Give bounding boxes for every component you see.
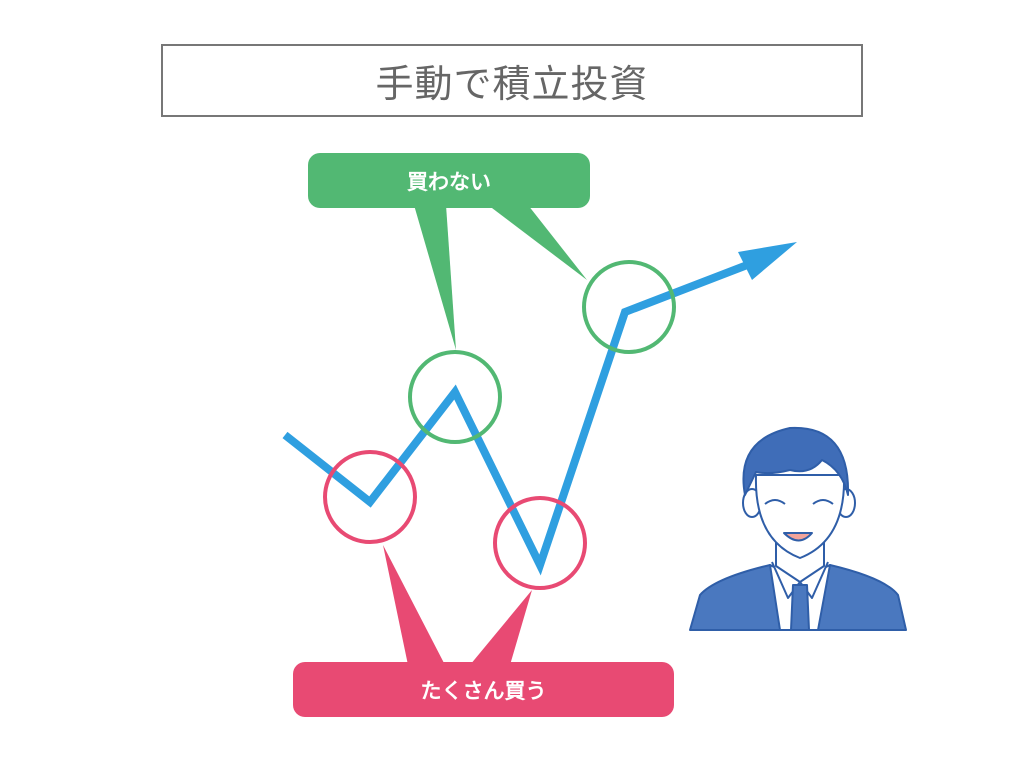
- green-circle-peak-2: [582, 260, 676, 354]
- title-box: 手動で積立投資: [161, 44, 863, 117]
- buy-more-label: たくさん買う: [293, 662, 674, 717]
- trend-arrow-icon: [738, 242, 797, 280]
- pink-circle-dip-1: [323, 450, 417, 544]
- pink-pointer-2: [470, 590, 532, 665]
- green-circle-peak-1: [408, 350, 502, 444]
- dont-buy-label: 買わない: [308, 153, 590, 208]
- green-pointer-1: [414, 205, 456, 350]
- green-pointer-2: [488, 205, 587, 280]
- buy-more-text: たくさん買う: [420, 678, 547, 703]
- dont-buy-text: 買わない: [407, 169, 491, 194]
- pink-pointer-1: [383, 545, 445, 665]
- smiling-businessman-icon: [689, 426, 907, 631]
- title-text: 手動で積立投資: [375, 62, 649, 106]
- pink-circle-dip-2: [493, 496, 587, 590]
- trend-line: [282, 258, 757, 576]
